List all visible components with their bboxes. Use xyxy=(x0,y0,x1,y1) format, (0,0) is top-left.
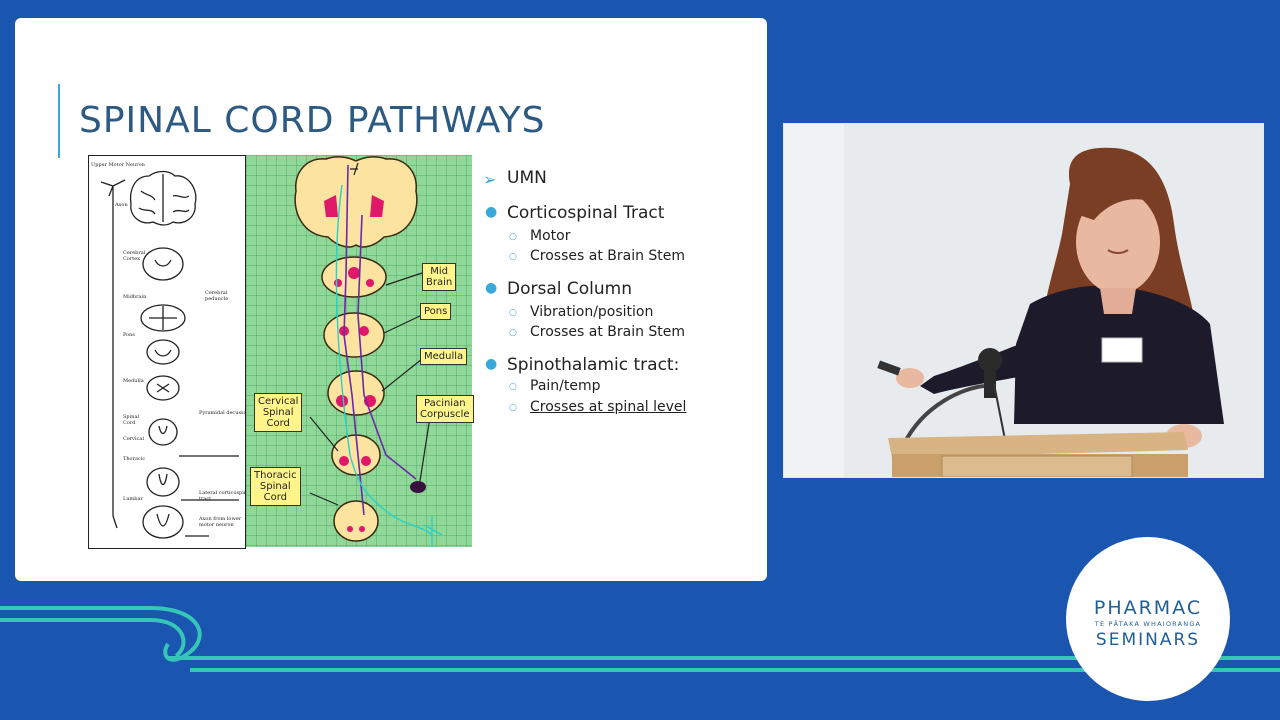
presentation-slide: SPINAL CORD PATHWAYS xyxy=(15,18,767,581)
svg-text:Cervical: Cervical xyxy=(123,436,144,442)
svg-text:Cord: Cord xyxy=(123,420,136,426)
circle-bullet-icon: ○ xyxy=(509,403,517,413)
svg-text:Midbrain: Midbrain xyxy=(123,294,147,300)
label-cervical-spinal-cord: Cervical Spinal Cord xyxy=(254,393,303,432)
svg-text:Axon: Axon xyxy=(114,202,128,208)
circle-bullet-icon: ○ xyxy=(509,382,517,392)
circle-bullet-icon: ○ xyxy=(509,252,517,262)
logo-title: PHARMAC xyxy=(1093,597,1203,619)
svg-text:Pons: Pons xyxy=(123,332,135,338)
svg-text:Cerebral: Cerebral xyxy=(205,290,228,296)
bullet-corticospinal: Corticospinal Tract xyxy=(507,203,665,223)
bullet-spinothalamic: Spinothalamic tract: xyxy=(507,355,680,375)
label-pacinian-corpuscle: Pacinian Corpuscle xyxy=(416,395,474,423)
label-pacinian-text: Pacinian Corpuscle xyxy=(420,398,470,420)
svg-text:Axon from lower: Axon from lower xyxy=(198,516,242,522)
bullet-umn: UMN xyxy=(507,168,547,188)
sub-bullet-pain-temp: Pain/temp xyxy=(530,378,601,394)
circle-bullet-icon: ○ xyxy=(509,232,517,242)
svg-text:Thoracic: Thoracic xyxy=(123,456,145,462)
svg-text:Cortex: Cortex xyxy=(123,256,140,262)
sub-bullet-crosses-1: Crosses at Brain Stem xyxy=(530,248,686,264)
label-mid-brain: Mid Brain xyxy=(422,263,457,291)
sub-bullet-vibration: Vibration/position xyxy=(530,304,654,320)
bullet-dorsal-column: Dorsal Column xyxy=(507,279,632,299)
svg-text:Lateral corticospinal: Lateral corticospinal xyxy=(199,490,245,496)
slide-title: SPINAL CORD PATHWAYS xyxy=(79,100,546,141)
svg-text:Upper Motor Neuron: Upper Motor Neuron xyxy=(91,162,146,168)
label-thoracic-spinal-cord: Thoracic Spinal Cord xyxy=(250,467,301,506)
svg-text:Lumbar: Lumbar xyxy=(123,496,143,502)
pathway-drawing xyxy=(294,156,443,547)
label-cervical-text: Cervical Spinal Cord xyxy=(258,396,299,429)
label-pons: Pons xyxy=(420,303,452,320)
sub-bullet-crosses-2: Crosses at Brain Stem xyxy=(530,324,686,340)
svg-text:tract: tract xyxy=(199,496,211,502)
svg-text:peduncle: peduncle xyxy=(205,296,228,302)
svg-text:Medulla: Medulla xyxy=(123,378,144,384)
title-accent-bar xyxy=(58,84,60,158)
arrow-bullet-icon: ➢ xyxy=(483,170,497,189)
svg-text:Spinal: Spinal xyxy=(123,414,139,420)
label-mid-brain-text: Mid Brain xyxy=(426,266,453,288)
circle-bullet-icon: ○ xyxy=(509,308,517,318)
label-thoracic-text: Thoracic Spinal Cord xyxy=(254,470,297,503)
logo-subtitle: TE PĀTAKA WHAIORANGA xyxy=(1094,620,1202,628)
svg-text:Pyramidal decussation: Pyramidal decussation xyxy=(199,410,245,416)
circle-bullet-icon: ○ xyxy=(509,328,517,338)
label-pons-text: Pons xyxy=(424,306,448,317)
label-medulla: Medulla xyxy=(420,348,468,365)
spinal-diagram-colored: Mid Brain Pons Medulla Cervical Spinal C… xyxy=(246,155,474,547)
svg-text:motor neuron: motor neuron xyxy=(199,522,235,528)
dot-bullet-icon: ● xyxy=(485,280,498,296)
logo-seminars: SEMINARS xyxy=(1095,630,1201,650)
dot-bullet-icon: ● xyxy=(485,204,498,220)
sub-bullet-motor: Motor xyxy=(530,228,571,244)
speaker-video xyxy=(783,123,1264,478)
label-medulla-text: Medulla xyxy=(424,351,464,362)
speaker-illustration xyxy=(784,124,1263,477)
dot-bullet-icon: ● xyxy=(485,356,498,372)
sub-bullet-crosses-spinal: Crosses at spinal level xyxy=(530,399,687,415)
pharmac-seminars-logo: PHARMAC TE PĀTAKA WHAIORANGA SEMINARS xyxy=(1066,537,1230,701)
svg-text:Cerebral: Cerebral xyxy=(123,250,146,256)
